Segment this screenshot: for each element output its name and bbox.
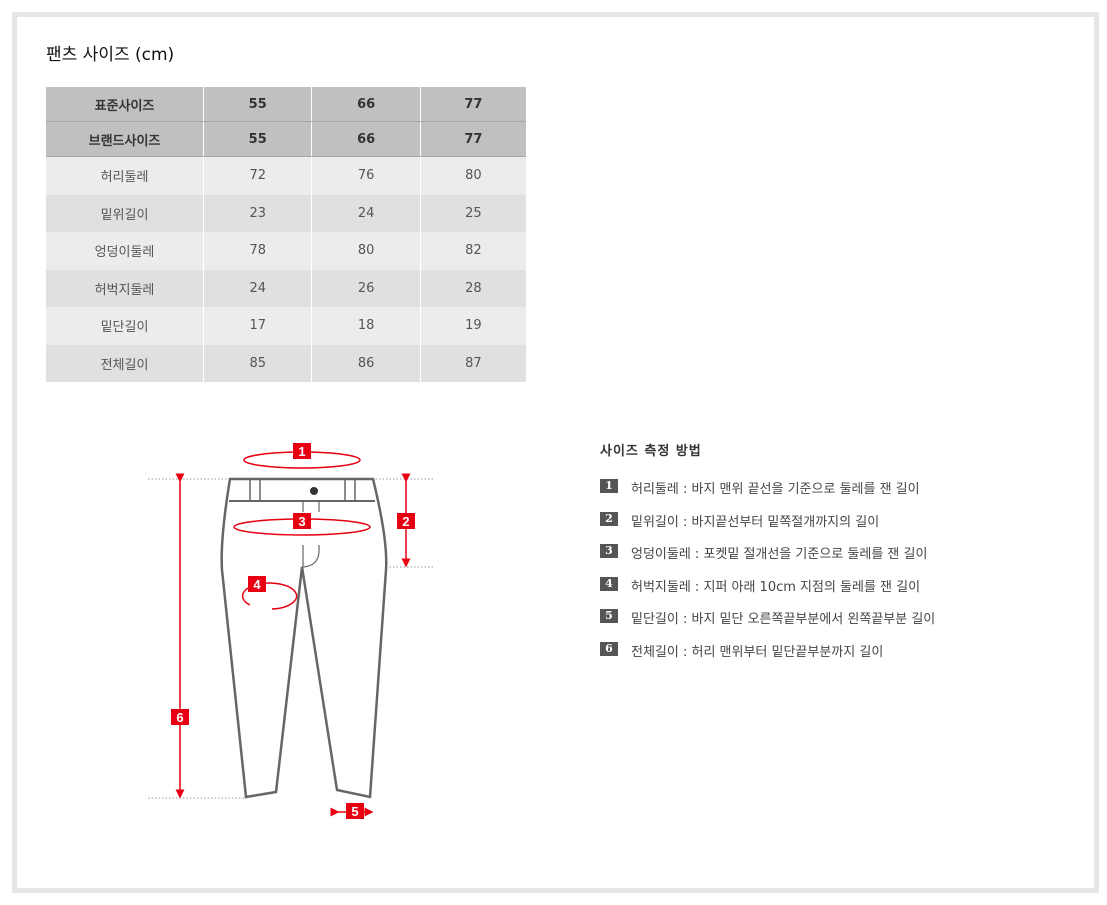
header-cell: 66 xyxy=(311,121,421,157)
row-label: 엉덩이둘레 xyxy=(46,232,204,270)
row-label: 밑위길이 xyxy=(46,194,204,232)
row-label: 밑단길이 xyxy=(46,307,204,345)
header-cell: 77 xyxy=(420,121,526,157)
diagram-label-box xyxy=(171,709,189,725)
guide-item: 5 밑단길이 : 바지 밑단 오른쪽끝부분에서 왼쪽끝부분 길이 xyxy=(600,608,935,641)
header-cell: 55 xyxy=(203,87,313,122)
header-label: 브랜드사이즈 xyxy=(46,121,204,157)
size-cell: 72 xyxy=(203,156,313,195)
table-header-row: 브랜드사이즈 55 66 77 xyxy=(46,121,526,157)
guide-text: 밑위길이 : 바지끝선부터 밑쪽절개까지의 길이 xyxy=(631,514,880,530)
diagram-label: 1 xyxy=(298,444,305,459)
diagram-label: 4 xyxy=(253,577,261,592)
header-cell: 55 xyxy=(203,121,313,157)
diagram-label-box xyxy=(397,513,415,529)
number-badge: 6 xyxy=(600,641,618,656)
guide-text: 밑단길이 : 바지 밑단 오른쪽끝부분에서 왼쪽끝부분 길이 xyxy=(631,612,936,627)
guide-item: 1 허리둘레 : 바지 맨위 끝선을 기준으로 둘레를 잰 길이 xyxy=(600,478,935,511)
size-cell: 86 xyxy=(311,344,421,382)
page-title: 팬츠 사이즈 (cm) xyxy=(46,45,175,65)
table-header-row: 표준사이즈 55 66 77 xyxy=(46,87,526,122)
guide-text: 전체길이 : 허리 맨위부터 밑단끝부분까지 길이 xyxy=(631,644,884,660)
diagram-label: 3 xyxy=(298,514,305,529)
diagram-label: 6 xyxy=(176,710,183,725)
header-cell: 77 xyxy=(420,87,526,122)
page-frame xyxy=(12,12,1099,893)
guide-item: 2 밑위길이 : 바지끝선부터 밑쪽절개까지의 길이 xyxy=(600,511,935,544)
size-cell: 23 xyxy=(203,194,313,232)
row-label: 전체길이 xyxy=(46,344,204,382)
size-cell: 25 xyxy=(420,194,526,232)
number-badge: 2 xyxy=(600,511,618,526)
number-badge: 5 xyxy=(600,609,618,623)
guide-title: 사이즈 측정 방법 xyxy=(600,444,702,459)
size-cell: 24 xyxy=(203,269,313,307)
guide-text: 엉덩이둘레 : 포켓밑 절개선을 기준으로 둘레를 잰 길이 xyxy=(631,547,928,562)
number-badge: 1 xyxy=(600,479,618,493)
diagram-label-box xyxy=(346,803,364,819)
guide-item: 4 허벅지둘레 : 지퍼 아래 10cm 지점의 둘레를 잰 길이 xyxy=(600,576,935,609)
size-cell: 85 xyxy=(203,344,313,382)
guide-text: 허리둘레 : 바지 맨위 끝선을 기준으로 둘레를 잰 길이 xyxy=(631,482,920,497)
size-cell: 82 xyxy=(420,232,526,270)
diagram-label-box xyxy=(293,513,311,529)
size-cell: 80 xyxy=(420,156,526,195)
size-cell: 24 xyxy=(311,194,421,232)
size-cell: 19 xyxy=(420,307,526,345)
number-badge: 4 xyxy=(600,576,618,591)
diagram-label: 5 xyxy=(351,804,358,819)
measurement-guide: 사이즈 측정 방법 1 허리둘레 : 바지 맨위 끝선을 기준으로 둘레를 잰 길… xyxy=(600,440,935,673)
number-badge: 3 xyxy=(600,544,618,558)
diagram-label: 2 xyxy=(402,514,409,529)
size-cell: 18 xyxy=(311,307,421,345)
row-label: 허벅지둘레 xyxy=(46,269,204,307)
guide-item: 6 전체길이 : 허리 맨위부터 밑단끝부분까지 길이 xyxy=(600,641,935,674)
size-cell: 78 xyxy=(203,232,313,270)
header-label: 표준사이즈 xyxy=(46,87,204,122)
size-cell: 87 xyxy=(420,344,526,382)
guide-text: 허벅지둘레 : 지퍼 아래 10cm 지점의 둘레를 잰 길이 xyxy=(631,579,921,595)
size-cell: 76 xyxy=(311,156,421,195)
header-cell: 66 xyxy=(311,87,421,122)
diagram-label-box xyxy=(293,443,311,459)
size-cell: 28 xyxy=(420,269,526,307)
diagram-label-box xyxy=(248,576,266,592)
pants-outline xyxy=(220,477,388,799)
row-label: 허리둘레 xyxy=(46,156,204,195)
size-cell: 26 xyxy=(311,269,421,307)
size-cell: 17 xyxy=(203,307,313,345)
guide-item: 3 엉덩이둘레 : 포켓밑 절개선을 기준으로 둘레를 잰 길이 xyxy=(600,543,935,576)
size-cell: 80 xyxy=(311,232,421,270)
